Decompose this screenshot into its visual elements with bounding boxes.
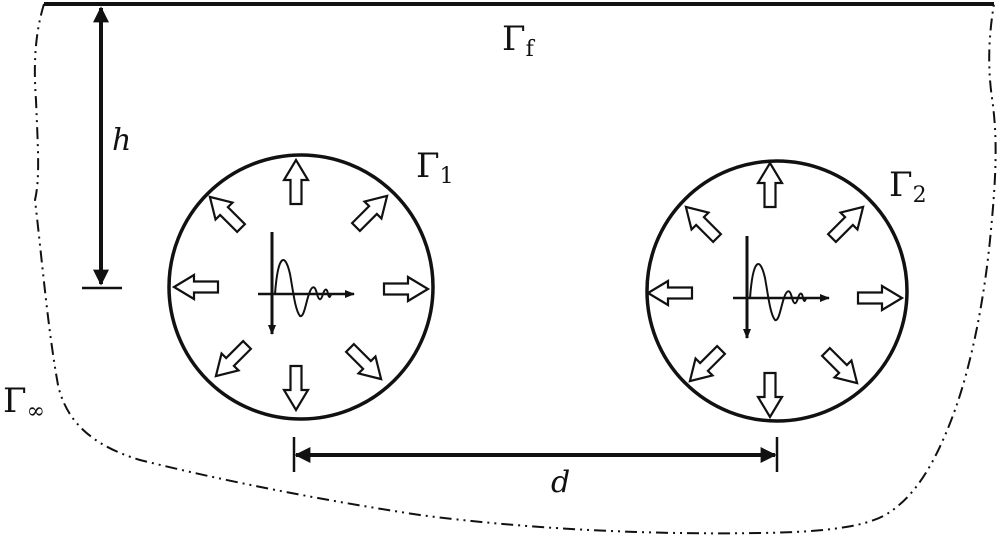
label-infinity-boundary: Γ∞	[3, 381, 45, 424]
label-depth: h	[112, 123, 131, 158]
label-free-surface: Γf	[502, 19, 536, 62]
label-boundary-1: Γ1	[416, 146, 454, 189]
label-spacing: d	[551, 465, 570, 500]
label-boundary-2: Γ2	[889, 165, 927, 208]
far-field-boundary	[33, 3, 997, 535]
cavity-1	[167, 153, 435, 421]
cavity-2	[645, 159, 909, 423]
